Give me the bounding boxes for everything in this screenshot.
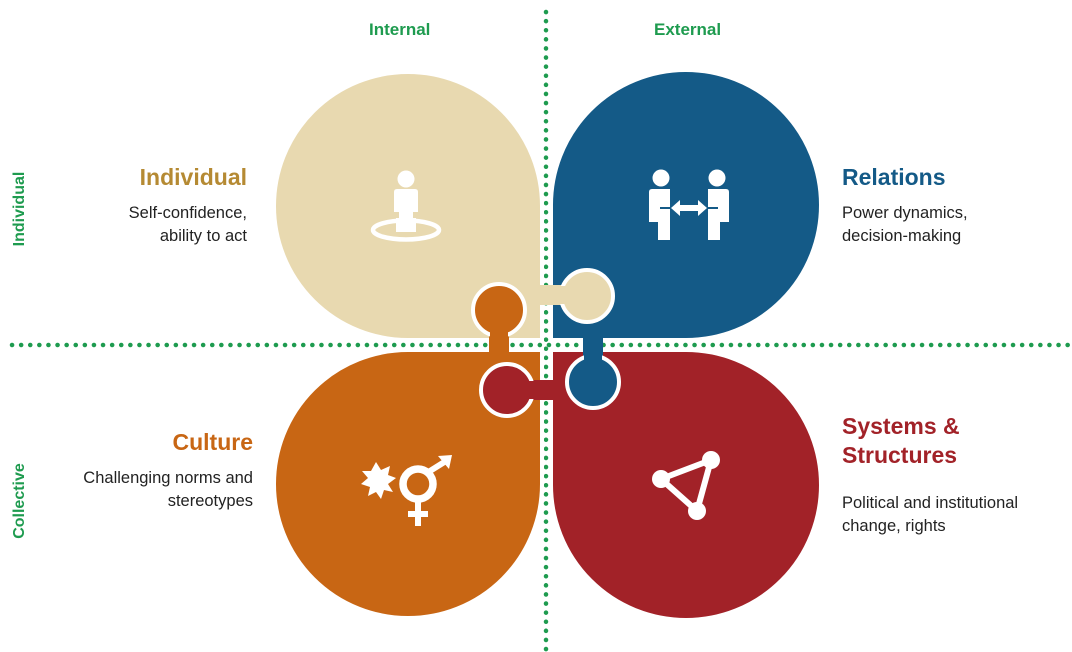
individual-title: Individual <box>139 164 247 190</box>
axis-label-internal: Internal <box>369 20 431 39</box>
systems-petal <box>549 348 823 622</box>
relations-title: Relations <box>842 164 946 190</box>
systems-block: Systems & Structures Political and insti… <box>842 412 1067 538</box>
individual-desc-line2: ability to act <box>159 227 247 245</box>
culture-block: Culture Challenging norms and stereotype… <box>13 428 253 513</box>
relations-desc-line2: decision-making <box>842 227 962 245</box>
culture-title: Culture <box>172 429 254 455</box>
individual-connector <box>530 268 615 324</box>
individual-desc-line1: Self-confidence, <box>128 204 247 222</box>
systems-title-line1: Systems & <box>842 413 960 439</box>
two-people-exchange-icon <box>649 169 729 240</box>
systems-desc-line1: Political and institutional <box>842 494 1019 512</box>
relations-connector <box>565 335 621 410</box>
individual-block: Individual Self-confidence, ability to a… <box>27 163 247 248</box>
systems-desc-line2: change, rights <box>842 517 946 535</box>
gender-symbol-icon <box>361 455 452 526</box>
systems-title-line2: Structures <box>842 442 958 468</box>
network-triangle-icon <box>652 451 720 520</box>
relations-desc-line1: Power dynamics, <box>842 204 968 222</box>
culture-desc-line1: Challenging norms and <box>83 469 253 487</box>
culture-connector <box>471 282 527 356</box>
person-on-spot-icon <box>370 170 442 242</box>
culture-petal <box>272 348 544 620</box>
culture-desc-line2: stereotypes <box>167 492 253 510</box>
axis-label-external: External <box>654 20 722 39</box>
relations-block: Relations Power dynamics, decision-makin… <box>842 163 1062 248</box>
systems-connector <box>479 362 555 418</box>
